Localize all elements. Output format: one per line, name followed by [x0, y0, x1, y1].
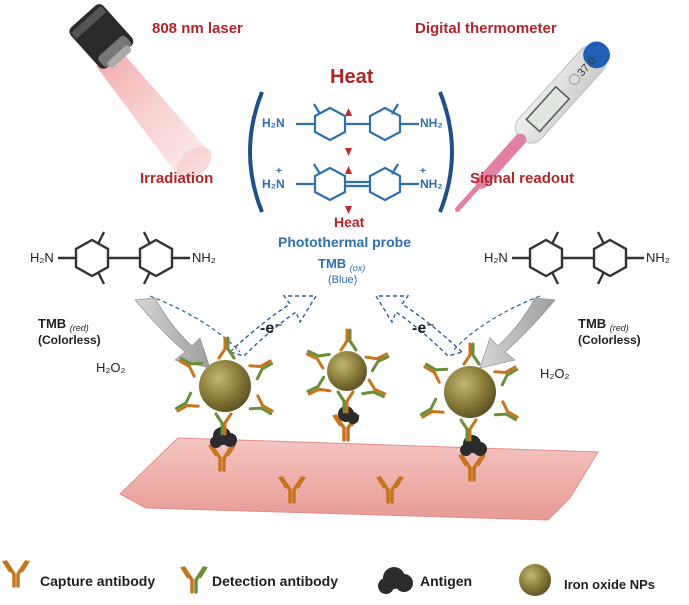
tmb-red-left-sub: (red): [69, 323, 89, 333]
tmb-right-amine: H₂N: [484, 250, 508, 265]
signal-readout-label: Signal readout: [470, 170, 575, 187]
left-electron-arrow: [228, 295, 318, 357]
tmb-left-structure: [58, 231, 190, 285]
tmb-right-structure: [512, 231, 644, 285]
tmb-ox-sub: (ox): [349, 263, 366, 273]
tmb-red-right-label: TMB (red): [578, 316, 629, 333]
iron-oxide-np-icon: [519, 564, 551, 596]
imine-right-bottom: NH₂: [420, 177, 443, 191]
thermometer-icon: [454, 41, 610, 212]
detection-antibody-icon: [180, 566, 208, 594]
tmb-ox-color-label: (Blue): [328, 274, 358, 286]
thermometer-label: Digital thermometer: [415, 20, 557, 37]
antigen-icon: [378, 567, 413, 594]
antigens: [210, 406, 487, 456]
h2o2-left-label: H₂O₂: [96, 360, 126, 375]
nanoparticle-left: [171, 336, 277, 436]
amine-left-top: H₂N: [262, 116, 285, 130]
tmb-red-right-main: TMB: [578, 316, 607, 331]
tmb-red-left-color: (Colorless): [38, 333, 101, 347]
heat-top-label: Heat: [330, 66, 374, 88]
tmb-left-amine: H₂N: [30, 250, 54, 265]
tmb-reduced-structure: [296, 103, 419, 142]
tmb-right-amine-r: NH₂: [646, 250, 670, 265]
plus-left: +: [276, 166, 282, 177]
bracket: [248, 91, 454, 213]
h2o2-right-label: H₂O₂: [540, 366, 570, 381]
tmb-left-amine-r: NH₂: [192, 250, 216, 265]
tmb-red-right-sub: (red): [609, 323, 629, 333]
amine-right-top: NH₂: [420, 116, 443, 130]
laser-icon: [69, 4, 212, 180]
legend-capture-antibody: Capture antibody: [40, 573, 156, 589]
tmb-red-right-color: (Colorless): [578, 333, 641, 347]
capture-antibody-icon: [1, 559, 31, 588]
right-reaction-arrow: [479, 297, 556, 369]
legend-detection-antibody: Detection antibody: [212, 573, 339, 589]
electron-left-label: -e⁻: [260, 320, 283, 337]
nanoparticle-right: [416, 342, 522, 442]
tmb-oxidized-structure: [296, 163, 419, 202]
substrate-plate: [119, 437, 599, 521]
electron-right-label: -e⁻: [412, 320, 435, 337]
photothermal-probe-label: Photothermal probe: [278, 234, 412, 250]
right-electron-arrow: [374, 295, 464, 357]
tmb-red-left-main: TMB: [38, 316, 67, 331]
imine-left-bottom: H₂N: [262, 177, 285, 191]
legend-antigen: Antigen: [420, 573, 473, 589]
nanoparticle-middle: [303, 328, 392, 414]
heat-arrows: [345, 108, 352, 214]
tmb-ox-label: TMB (ox): [318, 256, 365, 273]
laser-label: 808 nm laser: [152, 20, 243, 37]
legend-iron-oxide-nps: Iron oxide NPs: [564, 577, 656, 592]
tmb-ox-main: TMB: [318, 256, 347, 271]
plus-right: +: [420, 166, 426, 177]
irradiation-label: Irradiation: [140, 170, 214, 187]
tmb-red-left-label: TMB (red): [38, 316, 89, 333]
heat-bottom-label: Heat: [334, 214, 365, 230]
left-reaction-arrow: [134, 297, 211, 369]
